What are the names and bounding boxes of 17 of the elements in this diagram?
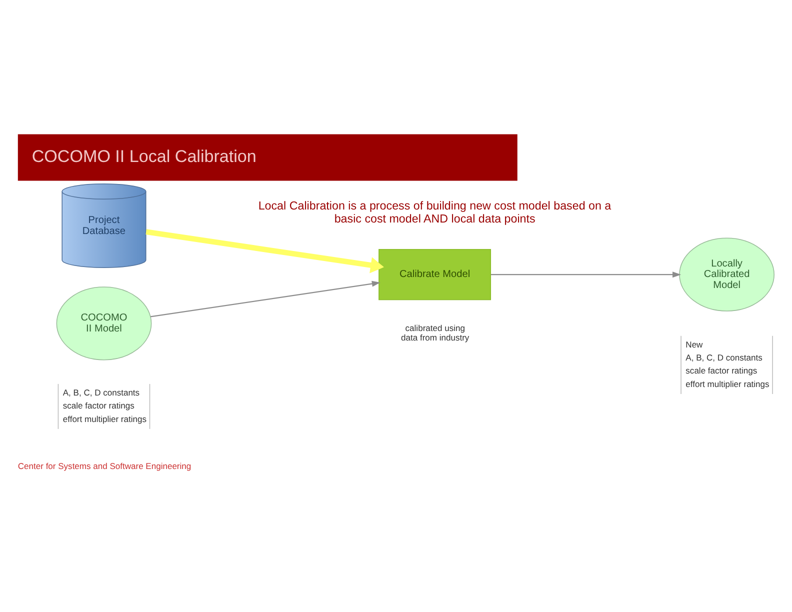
label: calibrated using data from industry xyxy=(401,323,470,342)
node-label: New xyxy=(686,339,703,350)
label: Center for Systems and Software Engineering xyxy=(18,461,192,472)
node-label: A, B, C, D constants xyxy=(62,387,140,398)
arrow xyxy=(150,280,380,318)
arrow xyxy=(490,272,682,278)
arrow xyxy=(146,229,384,274)
node-ellipse: Locally Calibrated Model xyxy=(679,238,774,312)
node-label: scale factor ratings xyxy=(62,400,134,411)
node-label: A, B, C, D constants xyxy=(686,352,762,363)
node-label: effort multiplier ratings xyxy=(686,378,770,389)
label: Local Calibration is a process of building new cost model based on a basic cost model AND local data points xyxy=(258,199,612,226)
diagram-title: COCOMO II Local Calibration xyxy=(32,146,256,166)
node-label: scale factor ratings xyxy=(686,366,758,376)
node-label: effort multiplier ratings xyxy=(62,414,147,424)
node-ellipse: COCOMO II Model xyxy=(56,286,152,360)
node-box: Calibrate Model xyxy=(378,249,492,300)
